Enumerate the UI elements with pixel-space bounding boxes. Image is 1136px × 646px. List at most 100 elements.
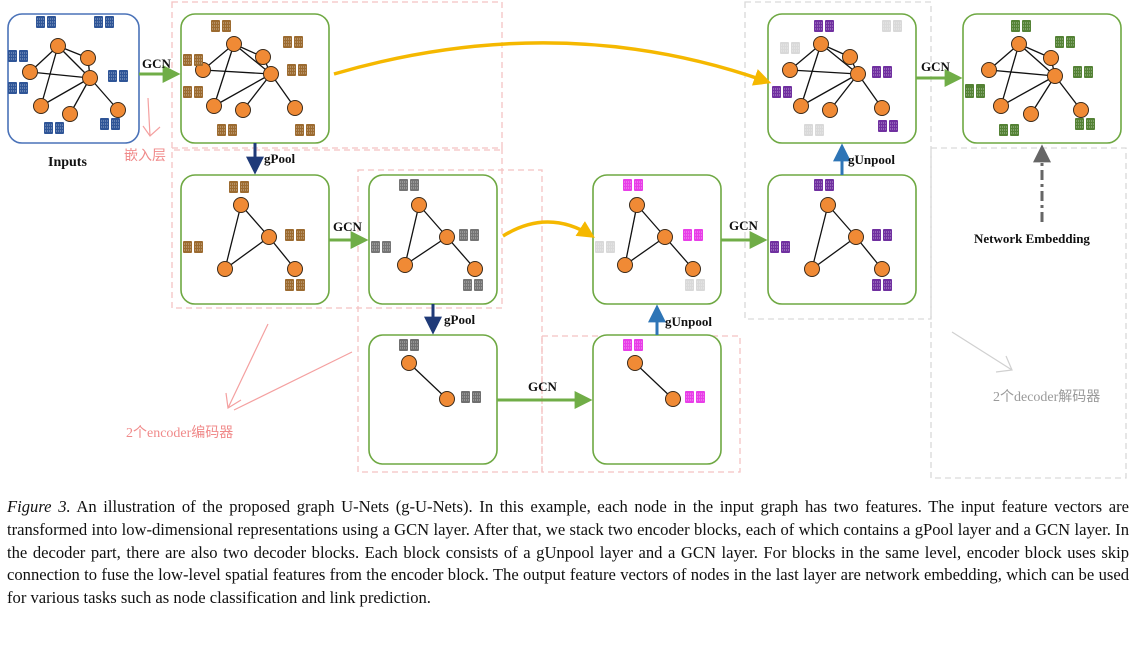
feature-vector: [814, 20, 834, 32]
input-graph: [8, 16, 128, 134]
graph-edge: [811, 204, 829, 270]
g-u-nets-diagram: GCN gPool GCN gPool GCN gUnpool GCN gUnp…: [7, 1, 1127, 479]
graph-edge: [624, 204, 638, 266]
graph-node: [848, 229, 864, 245]
feature-vector: [804, 124, 824, 136]
feature-vector: [287, 64, 307, 76]
feature-vector: [1075, 118, 1095, 130]
graph-edge: [634, 362, 674, 400]
enc1-block: [180, 174, 330, 305]
graph-edge: [800, 43, 822, 107]
graph-edge: [1018, 43, 1056, 77]
feature-vector: [770, 241, 790, 253]
network-embedding-label: Network Embedding: [974, 231, 1090, 246]
gunpool-label-1: gUnpool: [665, 314, 712, 329]
graph-node: [401, 355, 417, 371]
graph-edge: [404, 236, 448, 266]
graph-edge: [40, 45, 59, 107]
graph-node: [233, 197, 249, 213]
gcn-label-2: GCN: [333, 219, 363, 234]
feature-vector: [999, 124, 1019, 136]
labels: GCN gPool GCN gPool GCN gUnpool GCN gUnp…: [48, 56, 1100, 441]
feature-vector: [229, 181, 249, 193]
feature-vector: [217, 124, 237, 136]
graph-node: [110, 102, 126, 118]
graph-node: [467, 261, 483, 277]
graph-edge: [202, 69, 272, 75]
graph-edge: [29, 71, 91, 79]
graph-node: [1011, 36, 1027, 52]
encoder1-gcn-graph: [371, 179, 483, 291]
graph-node: [287, 261, 303, 277]
graph-edge: [988, 69, 1056, 77]
graph-edge: [1000, 75, 1056, 107]
graph-node: [1023, 106, 1039, 122]
feature-vector: [882, 20, 902, 32]
feature-vector: [872, 229, 892, 241]
skip-connection-mid: [502, 220, 595, 238]
graph-edge: [224, 236, 270, 270]
graph-node: [235, 102, 251, 118]
feature-vector: [965, 86, 985, 98]
graph-node: [981, 62, 997, 78]
graph-node: [813, 36, 829, 52]
figure-label: Figure 3.: [7, 497, 71, 516]
decoder1-unpool-graph: [623, 339, 705, 407]
graph-node: [874, 261, 890, 277]
feature-vector: [1073, 66, 1093, 78]
graph-node: [685, 261, 701, 277]
feature-vector: [595, 241, 615, 253]
decoder-region-3: [930, 147, 1127, 479]
graph-node: [820, 197, 836, 213]
gunpool-label-2: gUnpool: [848, 152, 895, 167]
graph-node: [33, 98, 49, 114]
graph-edge: [40, 77, 91, 107]
decoder2-gcn-graph: [772, 20, 902, 136]
feature-vector: [94, 16, 114, 28]
graph-edge: [789, 69, 859, 75]
graph-node: [255, 49, 271, 65]
feature-vector: [399, 339, 419, 351]
graph-node: [22, 64, 38, 80]
graph-node: [629, 197, 645, 213]
feature-vector: [399, 179, 419, 191]
embedding-layer-annotation: 嵌入层: [124, 148, 166, 164]
encoder-annotation: 2个encoder编码器: [126, 425, 233, 441]
graph-edge: [1000, 43, 1020, 107]
graph-node: [874, 100, 890, 116]
graph-node: [439, 229, 455, 245]
gpool-label-1: gPool: [264, 151, 295, 166]
feature-vector: [685, 279, 705, 291]
inputs-label: Inputs: [48, 155, 87, 170]
gpool-label-2: gPool: [444, 312, 475, 327]
decoder-region-2: [744, 1, 932, 320]
graph-node: [782, 62, 798, 78]
feature-vector: [285, 279, 305, 291]
feature-vector: [183, 54, 203, 66]
decoder2-unpool-graph: [770, 179, 892, 291]
feature-vector: [463, 279, 483, 291]
graph-node: [62, 106, 78, 122]
feature-vector: [623, 339, 643, 351]
feature-vector: [623, 179, 643, 191]
encoder-region-2: [357, 169, 543, 473]
annot-arrow-encoder-1: [225, 323, 269, 409]
feature-vector: [872, 66, 892, 78]
gcn-label-4: GCN: [729, 218, 759, 233]
graph-edge: [408, 362, 448, 400]
graph-edge: [811, 236, 857, 270]
decoder1-gcn-graph: [595, 179, 705, 291]
graph-node: [226, 36, 242, 52]
feature-vector: [683, 229, 703, 241]
gcn-label-5: GCN: [921, 59, 951, 74]
encoder2-graph: [399, 339, 481, 407]
annot-arrow-decoder: [951, 331, 1013, 373]
feature-vector: [183, 86, 203, 98]
feature-vector: [44, 122, 64, 134]
feature-vector: [461, 391, 481, 403]
embedding-graph: [183, 20, 315, 136]
arrows: [139, 41, 1051, 411]
graph-node: [261, 229, 277, 245]
graph-node: [822, 102, 838, 118]
graph-node: [82, 70, 98, 86]
